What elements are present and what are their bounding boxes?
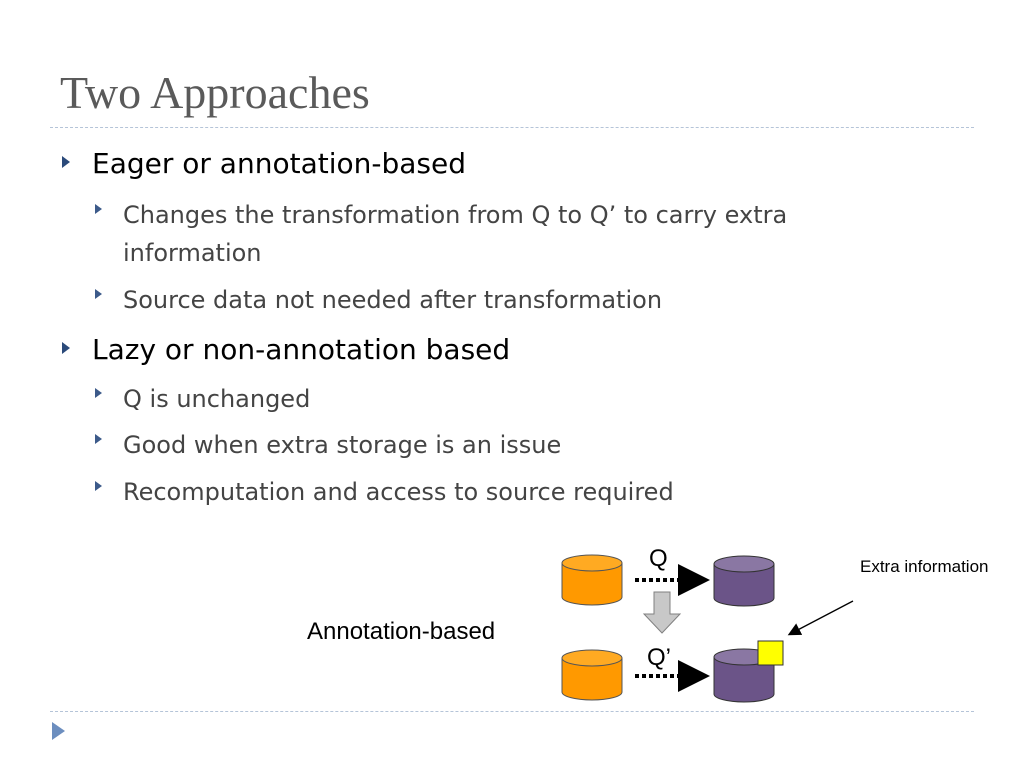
next-slide-arrow-icon[interactable] [52, 722, 65, 740]
sub-bullet-arrow-icon [95, 289, 102, 299]
transform-label-qprime: Q’ [647, 644, 671, 671]
annotation-square-icon [757, 640, 784, 666]
sub-bullet-arrow-icon [95, 388, 102, 398]
down-arrow-icon [642, 591, 682, 634]
sub-bullet-arrow-icon [95, 434, 102, 444]
bullet-arrow-icon [62, 342, 70, 354]
source-database-icon [561, 554, 623, 606]
footer-divider [50, 711, 974, 712]
sub-bullet-text: Source data not needed after transformat… [123, 286, 663, 314]
title-divider [50, 127, 974, 128]
sub-bullet-text: Q is unchanged [123, 385, 311, 413]
transform-label-q: Q [649, 545, 668, 572]
sub-bullet-text: Recomputation and access to source requi… [123, 478, 674, 506]
callout-label: Extra information [860, 557, 989, 576]
bullet-text: Eager or annotation-based [92, 147, 466, 180]
bullet-arrow-icon [62, 156, 70, 168]
bullet-text: Lazy or non-annotation based [92, 333, 511, 366]
slide-title: Two Approaches [60, 67, 370, 118]
callout-arrow [787, 600, 854, 636]
sub-bullet-arrow-icon [95, 204, 102, 214]
source-database-icon [561, 649, 623, 701]
sub-bullet-arrow-icon [95, 481, 102, 491]
target-database-icon [713, 555, 775, 607]
sub-bullet-text: Changes the transformation from Q to Q’ … [123, 201, 788, 267]
sub-bullet-text: Good when extra storage is an issue [123, 431, 562, 459]
diagram-label: Annotation-based [307, 618, 496, 645]
